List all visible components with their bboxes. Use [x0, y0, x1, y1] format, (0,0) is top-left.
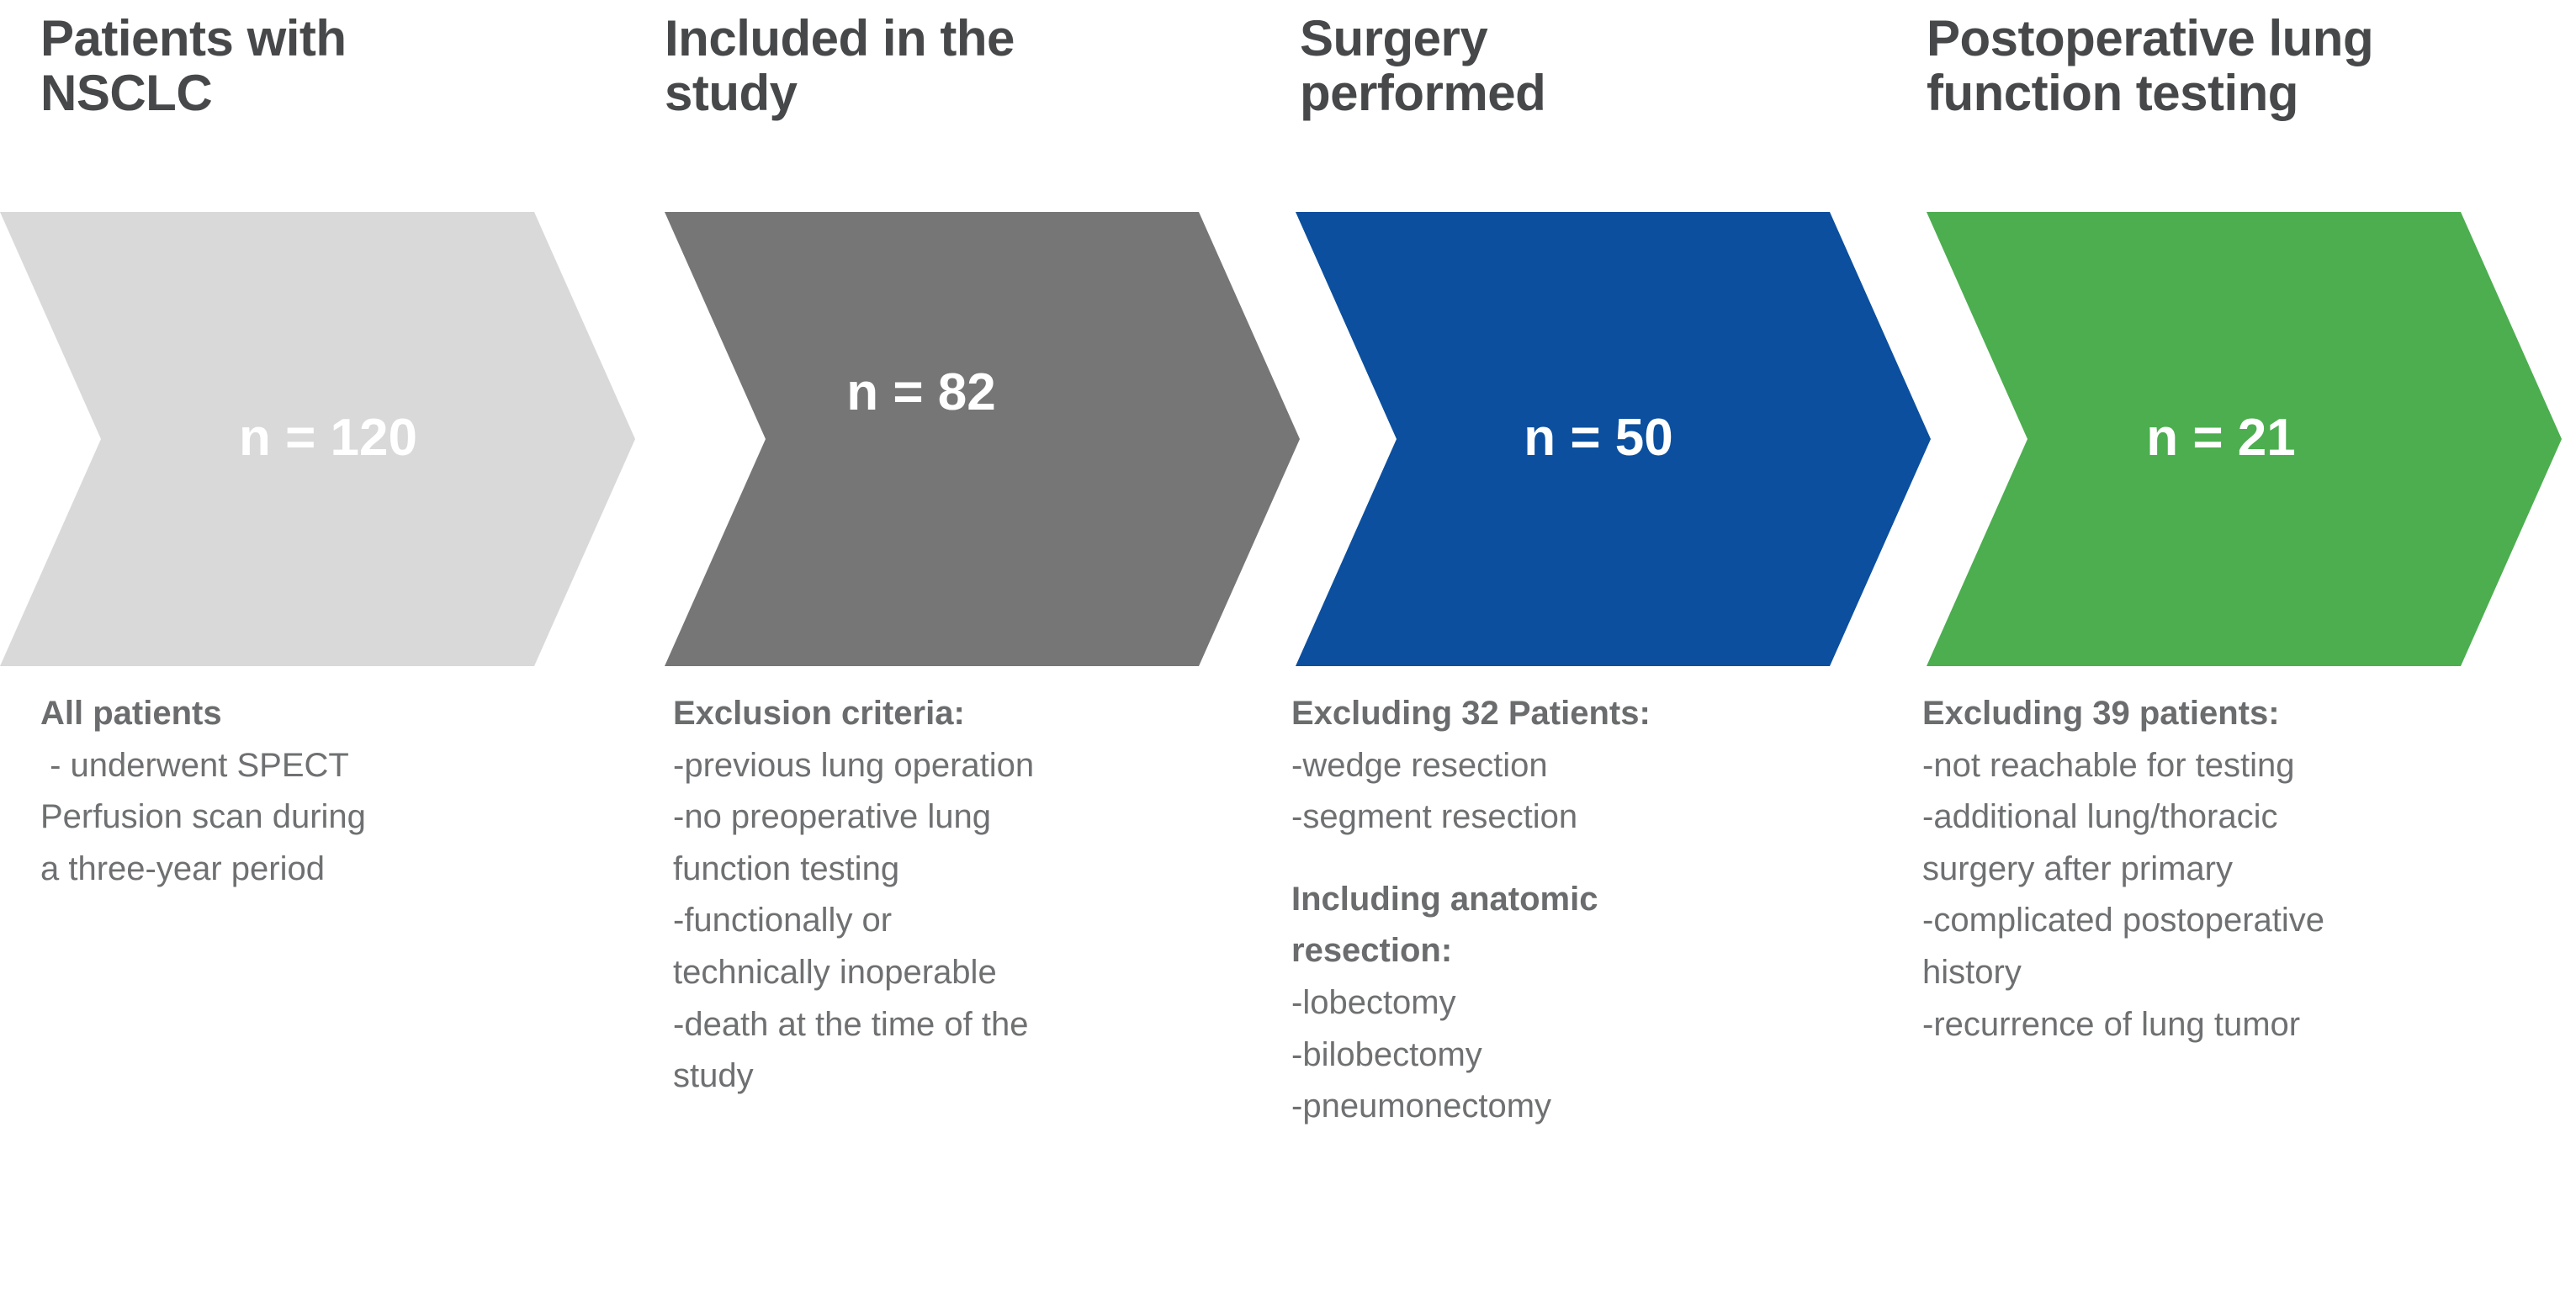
- chevron-stage-3: [1296, 212, 1931, 666]
- chevron-stage-2: [665, 212, 1300, 666]
- stage-count-3: n = 50: [1524, 409, 1673, 467]
- note-spacer: [1291, 844, 1813, 874]
- note-line: technically inoperable: [673, 953, 997, 991]
- note-line: -functionally or: [673, 902, 893, 939]
- note-line: function testing: [673, 849, 900, 887]
- chevron-stage-1: [0, 212, 635, 666]
- note-line: - underwent SPECT: [40, 746, 349, 784]
- stage-count-1: n = 120: [239, 409, 417, 467]
- stage-header-1: Patients with NSCLC: [40, 10, 347, 121]
- note-heading: Including anatomic: [1291, 880, 1598, 918]
- stage-count-4: n = 21: [2146, 409, 2296, 467]
- note-heading: All patients: [40, 695, 222, 732]
- note-heading: resection:: [1291, 932, 1453, 970]
- stage-header-4: Postoperative lung function testing: [1927, 10, 2374, 121]
- note-line: -recurrence of lung tumor: [1922, 1005, 2301, 1043]
- note-line: -segment resection: [1291, 798, 1578, 836]
- note-line: -lobectomy: [1291, 983, 1456, 1021]
- stage-notes-3: Excluding 32 Patients: -wedge resection -s…: [1291, 688, 1813, 1133]
- note-line: -wedge resection: [1291, 746, 1548, 784]
- note-line: a three-year period: [40, 849, 325, 887]
- note-line: -previous lung operation: [673, 746, 1035, 784]
- note-line: -death at the time of the: [673, 1005, 1029, 1043]
- chevron-shapes: [0, 212, 2562, 666]
- note-line: Perfusion scan during: [40, 798, 366, 836]
- stage-count-2: n = 82: [846, 363, 996, 421]
- note-line: -not reachable for testing: [1922, 746, 2295, 784]
- chevron-stage-4: [1927, 212, 2562, 666]
- stage-notes-4: Excluding 39 patients: -not reachable for…: [1922, 688, 2562, 1051]
- note-line: -bilobectomy: [1291, 1035, 1482, 1073]
- stage-notes-1: All patients - underwent SPECT Perfusion …: [40, 688, 579, 895]
- note-heading: Exclusion criteria:: [673, 695, 965, 732]
- note-line: -no preoperative lung: [673, 798, 992, 836]
- note-line: -additional lung/thoracic: [1922, 798, 2278, 836]
- note-line: surgery after primary: [1922, 849, 2233, 887]
- chevron-band: n = 120 n = 82 n = 50 n = 21: [0, 212, 2576, 666]
- stage-notes: All patients - underwent SPECT Perfusion …: [0, 688, 2576, 1302]
- note-line: -pneumonectomy: [1291, 1088, 1552, 1125]
- note-heading: Excluding 32 Patients:: [1291, 695, 1651, 732]
- note-line: study: [673, 1057, 754, 1095]
- note-line: history: [1922, 953, 2022, 991]
- stage-notes-2: Exclusion criteria: -previous lung operat…: [673, 688, 1245, 1103]
- stage-headers: Patients with NSCLC Included in the stud…: [0, 0, 2576, 210]
- note-heading: Excluding 39 patients:: [1922, 695, 2280, 732]
- note-line: -complicated postoperative: [1922, 902, 2325, 939]
- stage-header-3: Surgery performed: [1300, 10, 1546, 121]
- stage-header-2: Included in the study: [665, 10, 1015, 121]
